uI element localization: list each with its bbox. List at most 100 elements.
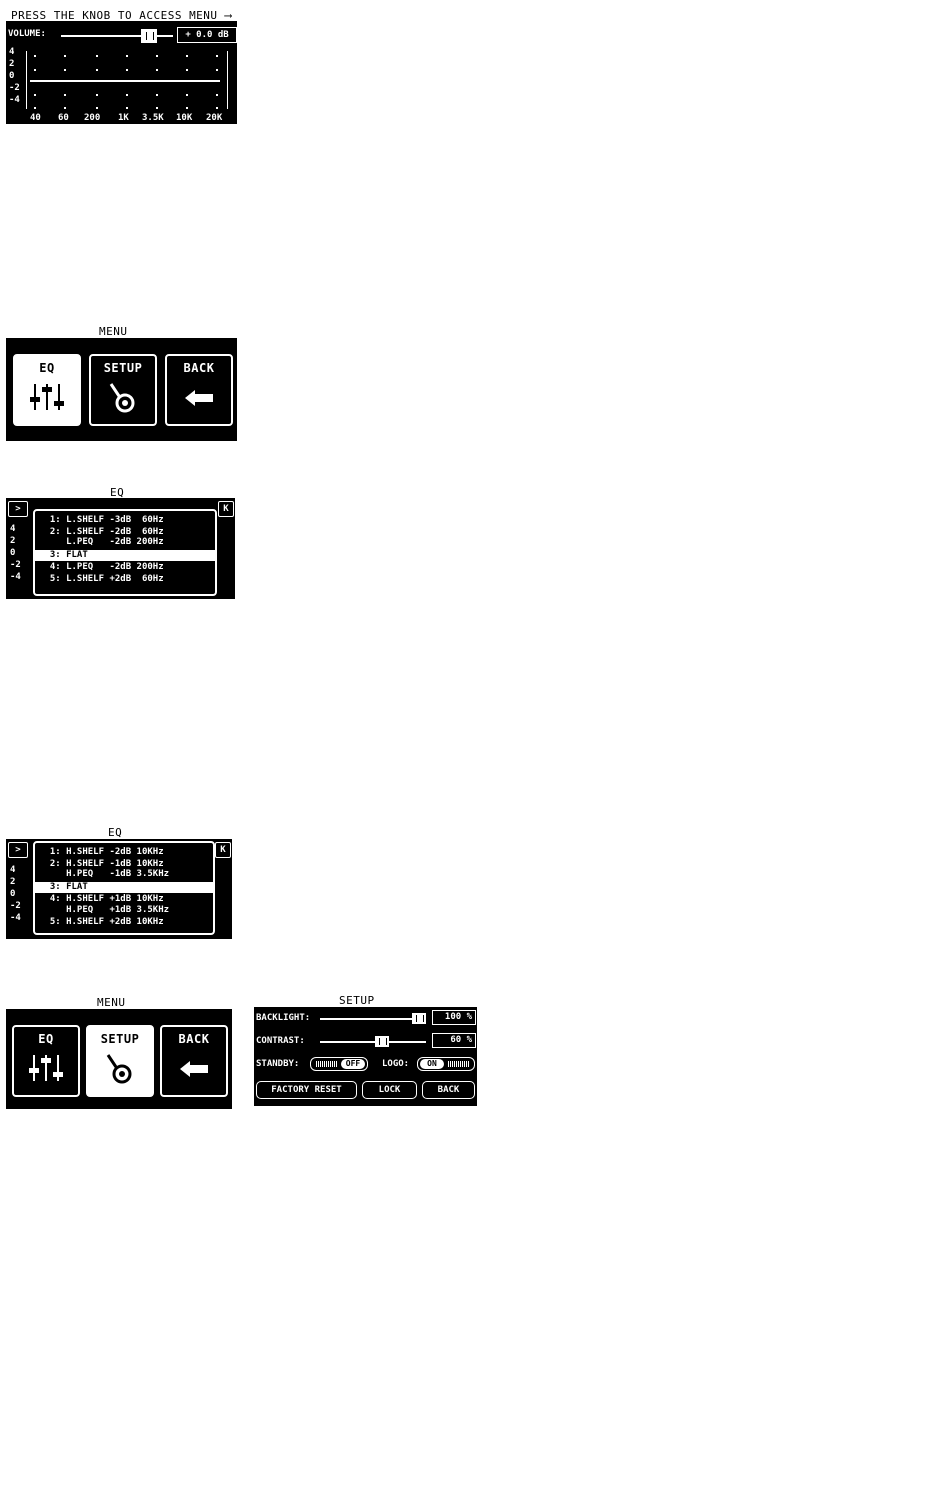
menu1-screen: EQ SETUP BACK	[6, 338, 237, 441]
grid-dot	[186, 94, 188, 96]
preset-item[interactable]: H.PEQ +1dB 3.5KHz	[39, 905, 170, 915]
freq-label: 60	[58, 113, 69, 123]
menu-tile-back[interactable]: BACK	[165, 354, 233, 426]
eq2-screen: > K 4 2 0 -2 -4 1: H.SHELF -2dB 10KHz 2:…	[6, 839, 232, 939]
eq1-back-button[interactable]: >	[8, 501, 28, 517]
menu-tile-setup[interactable]: SETUP	[89, 354, 157, 426]
tile-label: BACK	[183, 361, 215, 375]
contrast-label: CONTRAST:	[256, 1036, 305, 1046]
grid-dot	[34, 94, 36, 96]
standby-toggle-value: OFF	[341, 1059, 365, 1069]
standby-toggle[interactable]: OFF	[310, 1057, 368, 1071]
tile-label: EQ	[39, 361, 55, 375]
back-arrow-icon	[185, 390, 213, 406]
grid-dot	[64, 69, 66, 71]
grid-dot	[96, 94, 98, 96]
preset-item[interactable]: 2: H.SHELF -1dB 10KHz	[39, 859, 164, 869]
preset-item[interactable]: 5: H.SHELF +2dB 10KHz	[39, 917, 164, 927]
menu-tile-setup[interactable]: SETUP	[86, 1025, 154, 1097]
grid-dot	[126, 94, 128, 96]
grid-dot	[216, 107, 218, 109]
y-tick: -4	[9, 95, 20, 105]
y-tick: 2	[10, 536, 16, 546]
contrast-slider-thumb[interactable]	[375, 1036, 390, 1047]
preset-item[interactable]: L.PEQ -2dB 200Hz	[39, 537, 164, 547]
backlight-value: 100 %	[432, 1010, 476, 1025]
grid-dot	[156, 69, 158, 71]
factory-reset-button[interactable]: FACTORY RESET	[256, 1081, 357, 1099]
eq1-corner-button[interactable]: K	[218, 501, 234, 517]
contrast-track[interactable]	[320, 1041, 426, 1043]
freq-label: 20K	[206, 113, 223, 123]
grid-dot	[64, 94, 66, 96]
y-tick: 4	[10, 865, 16, 875]
menu-tile-eq[interactable]: EQ	[13, 354, 81, 426]
menu2-title: MENU	[97, 996, 126, 1009]
lock-button[interactable]: LOCK	[362, 1081, 417, 1099]
y-tick: -2	[10, 901, 21, 911]
grid-dot	[156, 107, 158, 109]
chevron-right-icon: >	[15, 504, 21, 514]
sliders-icon	[30, 384, 64, 410]
chevron-right-icon: >	[15, 845, 21, 855]
grid-dot	[126, 69, 128, 71]
corner-label: K	[223, 504, 229, 514]
eq1-preset-popup[interactable]: 1: L.SHELF -3dB 60Hz 2: L.SHELF -2dB 60H…	[33, 509, 217, 596]
backlight-slider-thumb[interactable]	[412, 1013, 426, 1024]
y-tick: 2	[10, 877, 16, 887]
eq2-y-axis: 4 2 0 -2 -4	[10, 865, 21, 923]
menu-tile-eq[interactable]: EQ	[12, 1025, 80, 1097]
toggle-grill	[448, 1061, 470, 1067]
logo-label: LOGO:	[382, 1059, 410, 1069]
backlight-track[interactable]	[320, 1018, 426, 1020]
tile-label: BACK	[178, 1032, 210, 1046]
preset-item[interactable]: 4: L.PEQ -2dB 200Hz	[39, 562, 164, 572]
y-tick: 0	[9, 71, 15, 81]
grid-dot	[64, 107, 66, 109]
grid-dot	[186, 69, 188, 71]
eq1-title: EQ	[110, 486, 125, 499]
grid-dot	[186, 107, 188, 109]
eq2-preset-popup[interactable]: 1: H.SHELF -2dB 10KHz 2: H.SHELF -1dB 10…	[33, 841, 215, 935]
contrast-value: 60 %	[432, 1033, 476, 1048]
menu2-screen: EQ SETUP BACK	[6, 1009, 232, 1109]
volume-slider-thumb[interactable]	[141, 29, 158, 43]
preset-item-selected[interactable]: 3: FLAT	[35, 550, 215, 561]
back-arrow-icon	[180, 1061, 208, 1077]
freq-label: 40	[30, 113, 41, 123]
freq-label: 1K	[118, 113, 129, 123]
y-tick: -2	[9, 83, 20, 93]
volume-label: VOLUME:	[8, 29, 46, 39]
y-tick: -4	[10, 913, 21, 923]
preset-item[interactable]: 1: L.SHELF -3dB 60Hz	[39, 515, 164, 525]
menu-tile-back[interactable]: BACK	[160, 1025, 228, 1097]
y-tick: 2	[9, 59, 15, 69]
preset-item[interactable]: 1: H.SHELF -2dB 10KHz	[39, 847, 164, 857]
grid-dot	[126, 55, 128, 57]
eq2-corner-button[interactable]: K	[215, 842, 231, 858]
preset-item[interactable]: 2: L.SHELF -2dB 60Hz	[39, 527, 164, 537]
setup-title: SETUP	[339, 994, 375, 1007]
logo-toggle[interactable]: ON	[417, 1057, 475, 1071]
arrow-right-icon: ⟶	[224, 9, 232, 22]
sliders-icon	[29, 1055, 63, 1081]
gear-icon	[109, 383, 135, 413]
volume-track[interactable]	[61, 35, 173, 37]
grid-dot	[156, 55, 158, 57]
grid-dot	[96, 55, 98, 57]
tile-label: SETUP	[103, 361, 143, 375]
grid-dot	[216, 69, 218, 71]
freq-label: 200	[84, 113, 101, 123]
preset-item[interactable]: 5: L.SHELF +2dB 60Hz	[39, 574, 164, 584]
eq2-back-button[interactable]: >	[8, 842, 28, 858]
toggle-grill	[316, 1061, 338, 1067]
eq-graph-frame	[26, 51, 228, 109]
y-tick: -4	[10, 572, 21, 582]
freq-label: 10K	[176, 113, 193, 123]
home-screen: VOLUME: + 0.0 dB 4 2 0 -2 -4 40 60 200 1…	[6, 21, 237, 124]
preset-item-selected[interactable]: 3: FLAT	[35, 882, 213, 893]
preset-item[interactable]: H.PEQ -1dB 3.5KHz	[39, 869, 170, 879]
preset-item[interactable]: 4: H.SHELF +1dB 10KHz	[39, 894, 164, 904]
eq1-y-axis: 4 2 0 -2 -4	[10, 524, 21, 582]
setup-back-button[interactable]: BACK	[422, 1081, 475, 1099]
